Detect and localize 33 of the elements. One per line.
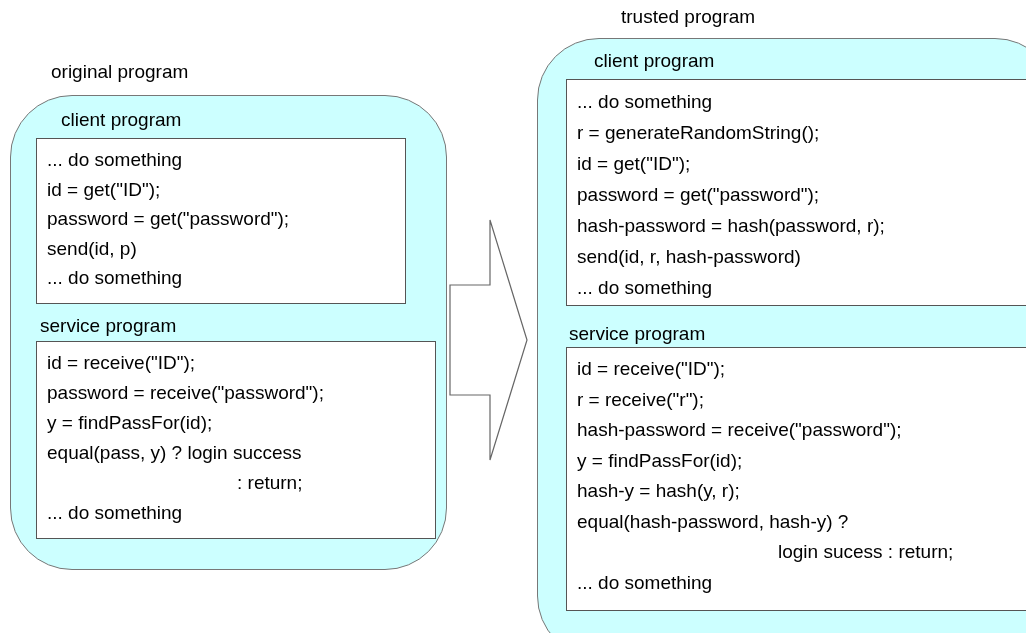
code-line: equal(hash-password, hash-y) ? — [577, 509, 849, 534]
code-line: hash-password = receive("password"); — [577, 418, 902, 442]
section-heading: original program — [51, 60, 189, 84]
code-line: password = receive("password"); — [47, 381, 324, 405]
code-line: hash-y = hash(y, r); — [577, 479, 740, 503]
code-line: ... do something — [577, 276, 713, 300]
section-heading: client program — [594, 49, 715, 73]
block-arrow — [449, 219, 528, 461]
code-line: hash-password = hash(password, r); — [577, 214, 885, 238]
code-line: send(id, p) — [47, 236, 137, 261]
code-line: login sucess : return; — [778, 540, 954, 564]
code-line: r = receive("r"); — [577, 387, 704, 412]
code-line: ... do something — [577, 90, 713, 114]
code-line: : return; — [237, 471, 303, 495]
code-line: y = findPassFor(id); — [577, 448, 743, 473]
code-line: id = get("ID"); — [577, 152, 691, 176]
code-line: r = generateRandomString(); — [577, 121, 820, 145]
code-line: send(id, r, hash-password) — [577, 245, 801, 269]
section-heading: service program — [569, 322, 706, 346]
code-line: id = get("ID"); — [47, 177, 161, 202]
code-line: ... do something — [577, 570, 713, 595]
section-heading: service program — [40, 314, 177, 338]
section-heading: client program — [61, 108, 182, 132]
code-line: password = get("password"); — [47, 207, 290, 231]
code-line: equal(pass, y) ? login success — [47, 441, 302, 465]
code-line: password = get("password"); — [577, 183, 820, 207]
code-line: y = findPassFor(id); — [47, 411, 213, 435]
code-line: ... do something — [47, 501, 183, 525]
code-line: ... do something — [47, 148, 183, 172]
section-heading: trusted program — [621, 5, 756, 29]
code-line: id = receive("ID"); — [47, 351, 196, 375]
code-line: ... do something — [47, 266, 183, 290]
code-line: id = receive("ID"); — [577, 357, 726, 381]
